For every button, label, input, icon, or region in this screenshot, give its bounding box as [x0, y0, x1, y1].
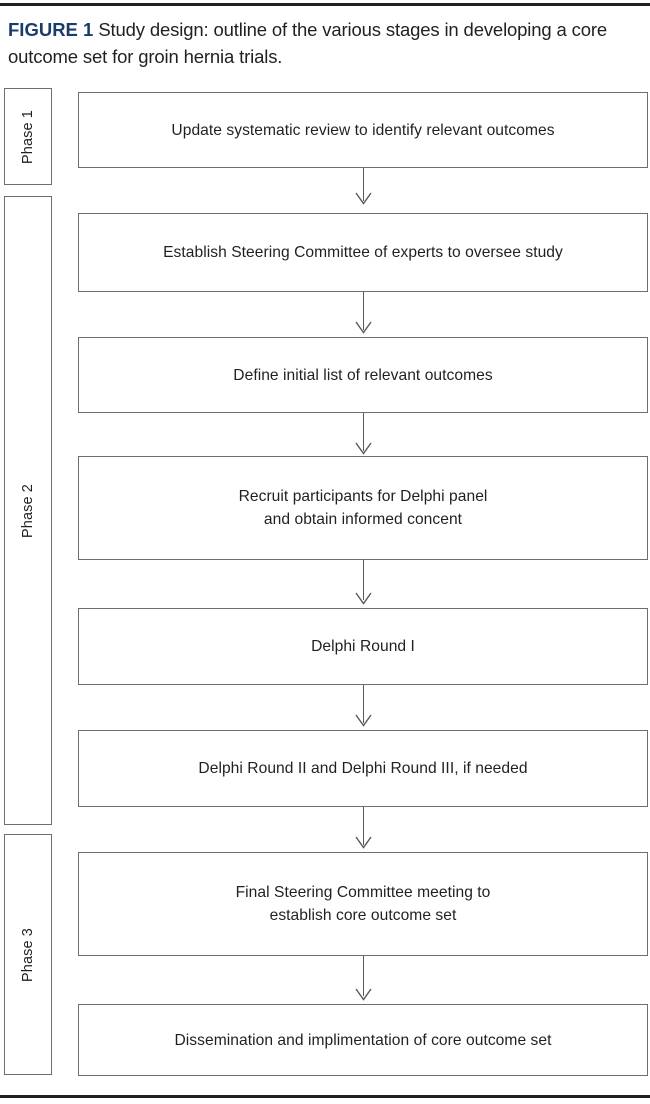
phase-label-1: Phase 1: [20, 109, 36, 164]
flow-step-8[interactable]: Dissemination and implimentation of core…: [78, 1004, 648, 1076]
arrowhead-6-7: [355, 836, 372, 849]
flow-step-7[interactable]: Final Steering Committee meeting to esta…: [78, 852, 648, 956]
arrowhead-2-3: [355, 321, 372, 334]
flow-step-3[interactable]: Define initial list of relevant outcomes: [78, 337, 648, 413]
phase-box-2: Phase 2: [4, 196, 52, 825]
bottom-rule: [0, 1095, 650, 1098]
flow-step-6-label: Delphi Round II and Delphi Round III, if…: [198, 760, 528, 777]
phase-label-2: Phase 2: [20, 483, 36, 538]
flow-step-2-label: Establish Steering Committee of experts …: [163, 244, 563, 261]
connector-7-8: [363, 956, 364, 996]
arrowhead-1-2: [355, 192, 372, 205]
flow-step-7-label: Final Steering Committee meeting to esta…: [235, 884, 491, 924]
flow-step-6[interactable]: Delphi Round II and Delphi Round III, if…: [78, 730, 648, 807]
arrowhead-5-6: [355, 714, 372, 727]
figure-caption: FIGURE 1 Study design: outline of the va…: [8, 16, 608, 70]
arrowhead-7-8: [355, 988, 372, 1001]
flow-step-4-label: Recruit participants for Delphi panel an…: [238, 488, 488, 528]
connector-3-4: [363, 413, 364, 451]
phase-label-3: Phase 3: [20, 927, 36, 982]
connector-6-7: [363, 807, 364, 845]
phase-box-3: Phase 3: [4, 834, 52, 1075]
arrowhead-4-5: [355, 592, 372, 605]
flow-step-5-label: Delphi Round I: [311, 638, 415, 655]
arrowhead-3-4: [355, 442, 372, 455]
figure-caption-text: Study design: outline of the various sta…: [8, 19, 608, 67]
connector-5-6: [363, 685, 364, 723]
flow-step-4[interactable]: Recruit participants for Delphi panel an…: [78, 456, 648, 560]
connector-2-3: [363, 292, 364, 330]
flow-step-8-label: Dissemination and implimentation of core…: [174, 1031, 552, 1049]
phase-box-1: Phase 1: [4, 88, 52, 185]
flow-step-1-label: Update systematic review to identify rel…: [171, 121, 555, 139]
connector-4-5: [363, 560, 364, 600]
flow-step-3-label: Define initial list of relevant outcomes: [233, 366, 493, 384]
connector-1-2: [363, 168, 364, 201]
top-rule: [0, 3, 650, 6]
flow-step-1[interactable]: Update systematic review to identify rel…: [78, 92, 648, 168]
figure-label: FIGURE 1: [8, 19, 94, 40]
flow-step-2[interactable]: Establish Steering Committee of experts …: [78, 213, 648, 292]
flow-step-5[interactable]: Delphi Round I: [78, 608, 648, 685]
